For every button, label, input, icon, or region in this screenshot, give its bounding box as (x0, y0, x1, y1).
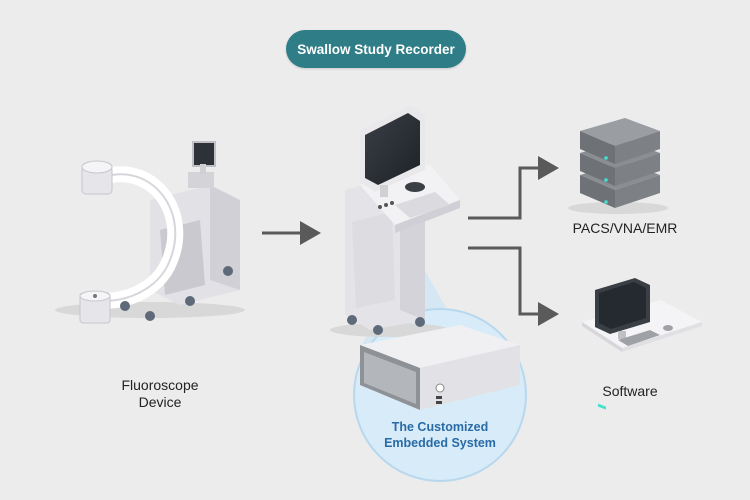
fluoroscope-label-line1: Fluoroscope (121, 377, 199, 393)
title-pill: Swallow Study Recorder (286, 30, 466, 68)
fluoroscope-label-line2: Device (138, 394, 182, 410)
recorder-cart-icon (330, 105, 460, 337)
pacs-label: PACS/VNA/EMR (572, 220, 678, 236)
workstation-icon (582, 278, 702, 352)
software-label: Software (602, 383, 658, 399)
embedded-system-icon (360, 325, 520, 410)
server-stack-icon (568, 118, 668, 410)
embedded-label-line2: Embedded System (384, 436, 496, 450)
fluoroscope-label: Fluoroscope Device (100, 377, 220, 411)
embedded-system-label: The Customized Embedded System (370, 419, 510, 451)
embedded-label-line1: The Customized (391, 420, 489, 434)
branch-arrows (468, 156, 559, 326)
fluoroscope-icon (55, 141, 245, 324)
